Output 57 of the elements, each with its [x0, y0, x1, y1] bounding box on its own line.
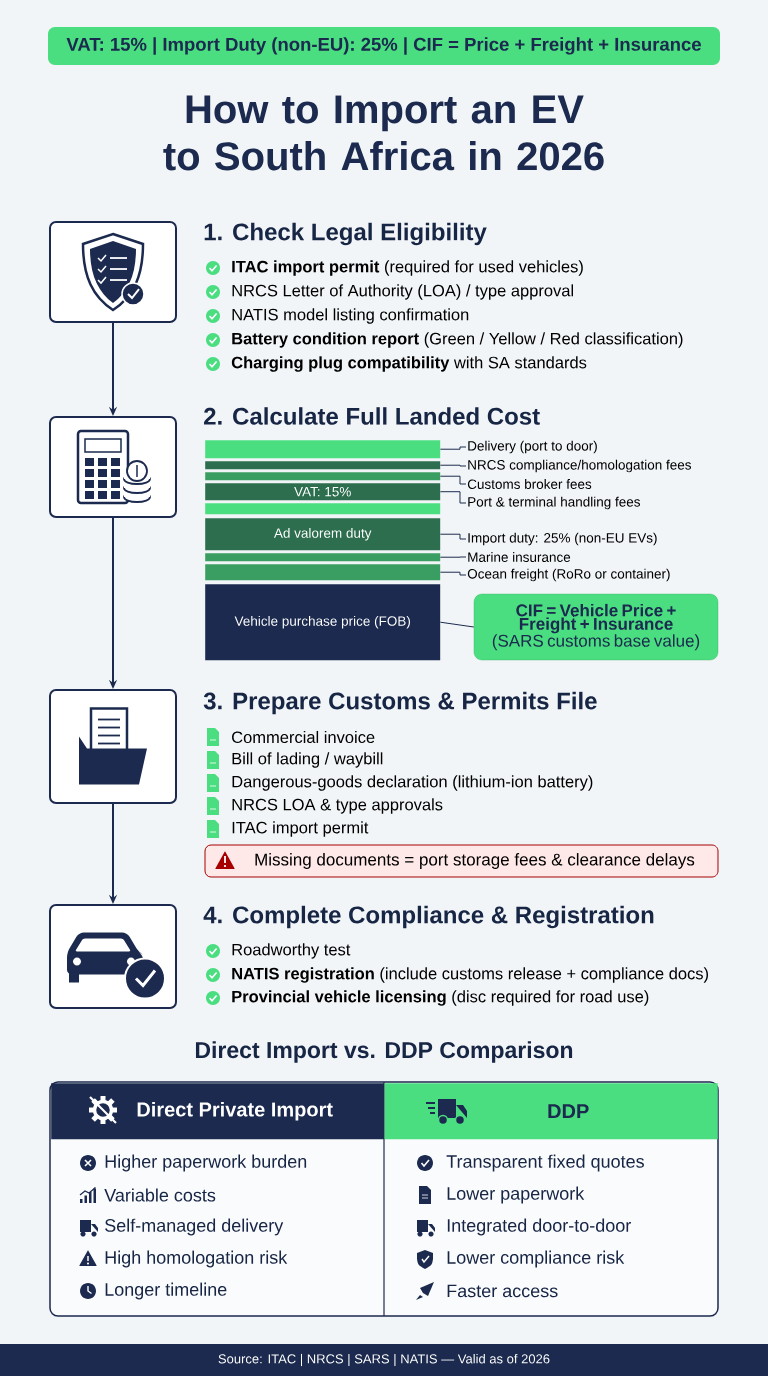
bullet-text: ITAC import permit (required for used vehicles): [232, 260, 583, 276]
cost-bar-segment: [205, 564, 441, 581]
step-heading: 4. Complete Compliance & Registration: [203, 905, 654, 929]
leader-line: [439, 571, 467, 576]
bullet-text: ITAC import permit: [232, 821, 369, 837]
bullet-text: Roadworthy test: [232, 943, 351, 959]
bullet-text: Battery condition report (Green / Yellow / Red classification): [232, 332, 683, 348]
table-cell-text: High homologation risk: [105, 1250, 288, 1268]
leader-line: [439, 446, 467, 450]
bullet-text: NATIS model listing confirmation: [232, 308, 469, 324]
cost-bar-segment: [205, 461, 441, 470]
table-cell-text: Faster access: [447, 1284, 558, 1298]
leader-line: [439, 556, 467, 558]
leader-line: [439, 533, 467, 540]
cost-bar-segment: VAT: 15%: [205, 483, 441, 501]
cost-bar-segment: [205, 553, 441, 562]
bullet-text: NRCS LOA & type approvals: [232, 798, 443, 814]
cost-bar-segment: [205, 503, 441, 515]
bullet-text: NRCS Letter of Authority (LOA) / type approval: [232, 284, 573, 300]
cost-label: Customs broker fees: [467, 479, 592, 489]
footer-band: Source: ITAC | NRCS | SARS | NATIS — Valid as of 2026: [0, 1344, 768, 1376]
step-heading: 1. Check Legal Eligibility: [204, 222, 487, 246]
cost-label: NRCS compliance/homologation fees: [468, 459, 691, 473]
table-cell-text: Lower compliance risk: [447, 1250, 625, 1268]
leader-line: [439, 475, 467, 485]
table-cell-text: Longer timeline: [105, 1282, 227, 1300]
bullet-text: Charging plug compatibility with SA standards: [231, 356, 587, 372]
title: How to Import an EV to South Africa in 2026: [163, 95, 604, 171]
cost-label: Ocean freight (RoRo or container): [467, 568, 670, 582]
formula-box: CIF = Vehicle Price + Freight + Insurance (SARS customs base value): [473, 593, 719, 661]
info-banner: VAT: 15% | Import Duty (non-EU): 25% | CIF = Price + Freight + Insurance: [48, 27, 720, 65]
cost-bar-segment: [205, 472, 441, 481]
step-heading: 3. Prepare Customs & Permits File: [203, 691, 597, 715]
cost-label: Delivery (port to door): [468, 440, 597, 454]
column-header: DDP: [384, 1083, 718, 1140]
table-cell-text: Integrated door-to-door: [447, 1218, 631, 1236]
bullet-text: Provincial vehicle licensing (disc required for road use): [232, 990, 649, 1006]
cost-bar-segment: Ad valorem duty: [205, 518, 441, 551]
cost-label: Import duty: 25% (non-EU EVs): [468, 532, 657, 546]
bullet-text: Bill of lading / waybill: [232, 752, 383, 768]
cost-label: Port & terminal handling fees: [468, 496, 640, 510]
bullet-text: Commercial invoice: [232, 730, 375, 744]
leader-line: [439, 491, 467, 504]
section-heading: Direct Import vs. DDP Comparison: [195, 1041, 573, 1063]
cost-label: Marine insurance: [468, 552, 571, 562]
table-cell-text: Variable costs: [104, 1188, 216, 1202]
warning-box: Missing documents = port storage fees & clearance delays: [204, 844, 719, 878]
leader-line: [439, 464, 467, 467]
bullet-text: NATIS registration (include customs release + compliance docs): [232, 967, 708, 983]
step-heading: 2. Calculate Full Landed Cost: [204, 407, 540, 425]
table-cell-text: Lower paperwork: [447, 1186, 585, 1204]
bullet-text: Dangerous-goods declaration (lithium-ion battery): [232, 775, 593, 791]
cost-bar-segment: [205, 440, 441, 459]
cost-bar-segment: Vehicle purchase price (FOB): [205, 584, 441, 661]
column-header: Direct Private Import: [51, 1083, 385, 1140]
table-cell-text: Self-managed delivery: [105, 1218, 284, 1236]
leader-line: [439, 621, 475, 628]
